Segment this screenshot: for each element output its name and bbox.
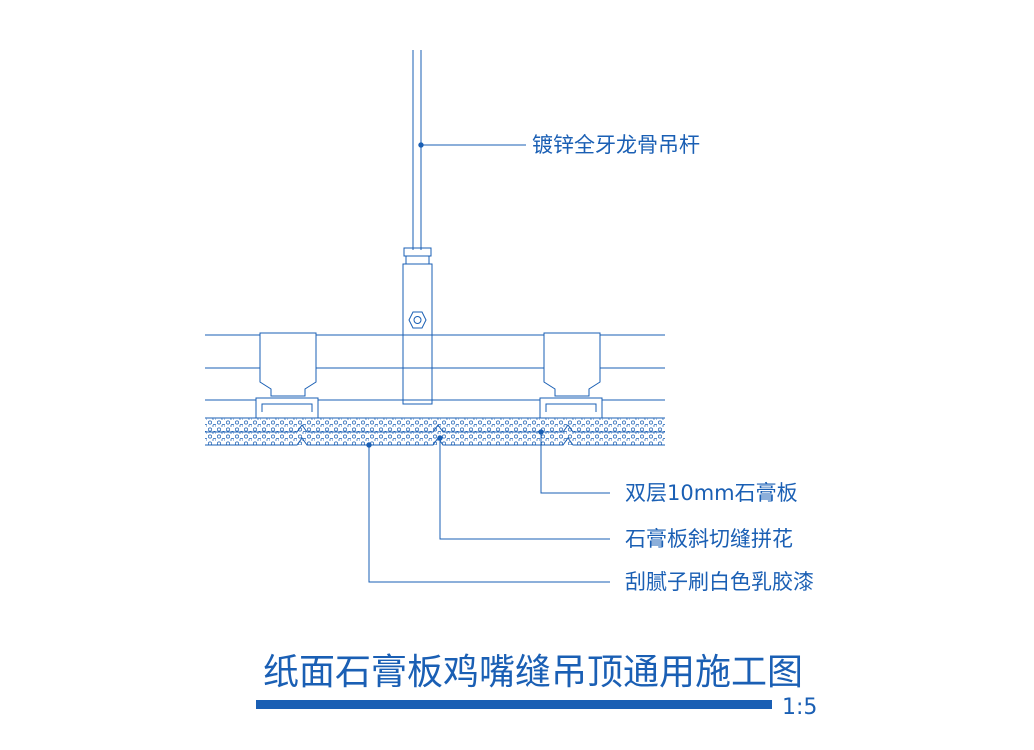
- hanger-rod: [412, 50, 422, 250]
- leader-rod: [418, 142, 526, 148]
- leader-paint: [366, 442, 610, 583]
- gypsum-board: [205, 417, 665, 446]
- label-board: 双层10mm石膏板: [625, 481, 798, 505]
- cross-runner-right: [539, 332, 603, 418]
- label-miter: 石膏板斜切缝拼花: [625, 527, 793, 551]
- title-underline: [256, 700, 772, 709]
- cross-runner-left: [255, 332, 319, 418]
- leader-board: [538, 429, 610, 494]
- label-paint: 刮腻子刷白色乳胶漆: [625, 570, 814, 594]
- leader-miter: [437, 435, 610, 540]
- hex-nut: [408, 311, 427, 329]
- drawing-title: 纸面石膏板鸡嘴缝吊顶通用施工图: [263, 652, 803, 693]
- label-rod: 镀锌全牙龙骨吊杆: [532, 133, 700, 157]
- drawing-scale: 1:5: [782, 695, 817, 720]
- hanger-clip: [402, 247, 433, 405]
